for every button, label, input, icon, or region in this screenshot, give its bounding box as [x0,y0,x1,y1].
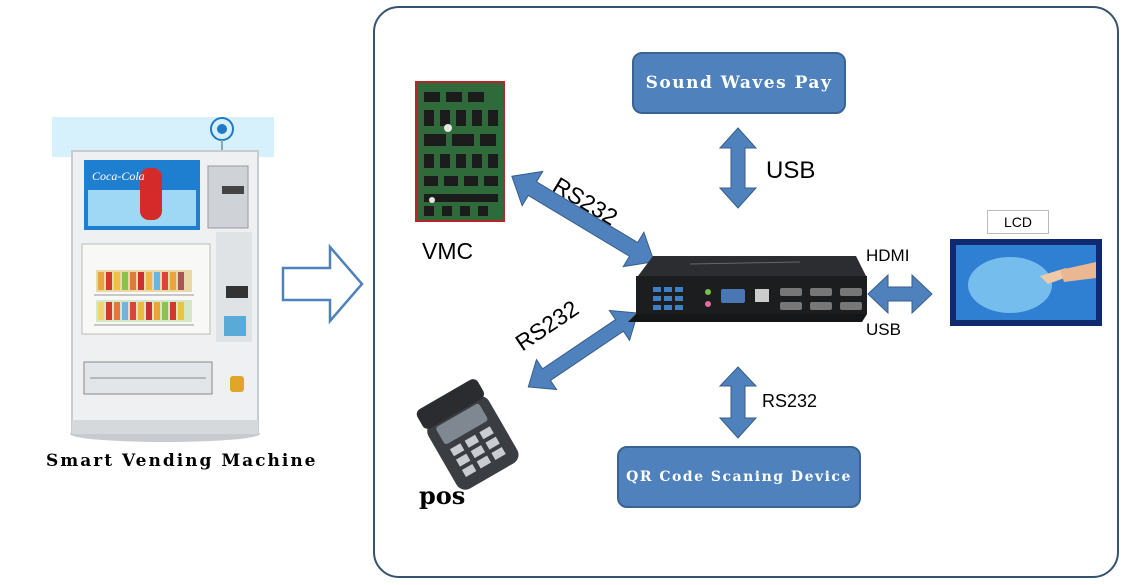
sound-link-label: USB [766,157,816,184]
qr-link-label: RS232 [762,391,818,411]
lcd-label: LCD [1003,214,1032,230]
qr-device-box: QR Code Scaning Device [617,446,861,508]
sound-waves-pay-box: Sound Waves Pay [632,52,846,114]
pos-label: pos [419,481,466,510]
lcd-label-box: LCD [987,210,1049,234]
system-panel [373,6,1119,578]
vmc-label: VMC [422,238,474,264]
lcd-usb-label: USB [866,320,901,339]
vending-machine-caption: Smart Vending Machine [46,451,318,471]
sound-waves-pay-label: Sound Waves Pay [645,73,833,93]
qr-device-label: QR Code Scaning Device [626,469,852,485]
hdmi-label: HDMI [866,246,910,265]
poster-logo: Coca-Cola [92,169,145,183]
